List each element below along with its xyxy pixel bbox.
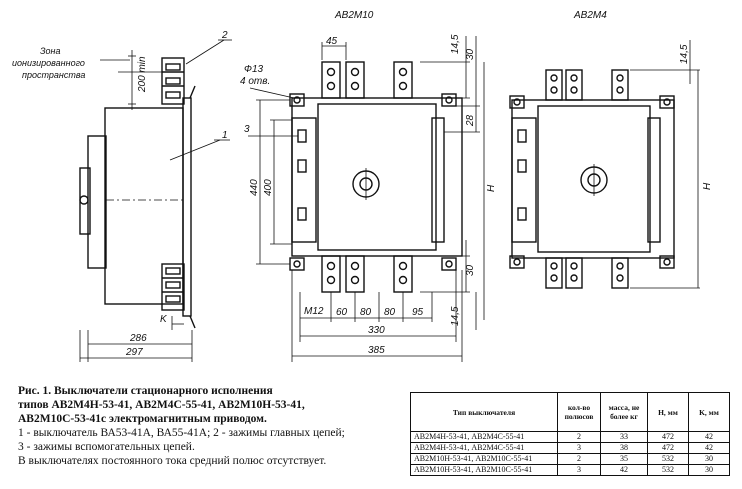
- zone-label-line3: пространства: [22, 70, 85, 80]
- caption-line-2: типов АВ2М4Н-53-41, АВ2М4С-55-41, АВ2М10…: [18, 399, 305, 411]
- table-row: АВ2М4Н-53-41, АВ2М4С-55-41 3 38 472 42: [410, 442, 730, 454]
- header-poles: кол-во полюсов: [557, 392, 601, 432]
- cell-type: АВ2М10Н-53-41, АВ2М10С-55-41: [410, 453, 558, 465]
- cell-k: 30: [688, 464, 730, 476]
- caption-line-1: Рис. 1. Выключатели стационарного исполн…: [18, 385, 273, 397]
- dim-h-ab2m10: H: [486, 184, 497, 192]
- cell-poles: 3: [557, 464, 601, 476]
- zone-label-line1: Зона: [40, 46, 61, 56]
- dim-297: 297: [125, 347, 143, 358]
- dim-330: 330: [368, 325, 385, 336]
- side-view: [79, 39, 232, 362]
- cell-k: 30: [688, 453, 730, 465]
- dim-14-5-ab2m4: 14,5: [679, 44, 690, 64]
- dim-385: 385: [368, 345, 385, 356]
- cell-type: АВ2М10Н-53-41, АВ2М10С-55-41: [410, 464, 558, 476]
- caption-line-4: 1 - выключатель ВА53-41А, ВА55-41А; 2 - …: [18, 427, 345, 439]
- dim-h-ab2m4: H: [702, 182, 713, 190]
- holes-count: 4 отв.: [240, 76, 270, 87]
- dim-30-bottom: 30: [465, 264, 476, 276]
- cell-h: 532: [647, 464, 689, 476]
- ab2m4-labels: АВ2М4 14,5 H: [573, 10, 713, 190]
- cell-type: АВ2М4Н-53-41, АВ2М4С-55-41: [410, 442, 558, 454]
- caption-line-3: АВ2М10С-53-41с электромагнитным приводом…: [18, 413, 267, 425]
- dim-14-5-top: 14,5: [450, 34, 461, 54]
- cell-type: АВ2М4Н-53-41, АВ2М4С-55-41: [410, 431, 558, 443]
- bolt-size: M12: [304, 306, 324, 317]
- header-mass: масса, не более кг: [600, 392, 648, 432]
- header-h: H, мм: [647, 392, 689, 432]
- cell-mass: 42: [600, 464, 648, 476]
- cell-mass: 38: [600, 442, 648, 454]
- front-view-ab2m10: [248, 36, 485, 362]
- spec-table: Тип выключателя кол-во полюсов масса, не…: [410, 392, 730, 476]
- dim-95: 95: [412, 307, 424, 318]
- dim-45: 45: [326, 36, 338, 47]
- cell-poles: 2: [557, 431, 601, 443]
- dim-60: 60: [336, 307, 348, 318]
- cell-h: 472: [647, 431, 689, 443]
- header-type: Тип выключателя: [410, 392, 558, 432]
- ab2m4-title: АВ2М4: [573, 10, 607, 21]
- cell-poles: 2: [557, 453, 601, 465]
- hole-label: Ф13: [244, 64, 264, 75]
- cell-h: 472: [647, 442, 689, 454]
- cell-k: 42: [688, 431, 730, 443]
- caption-line-6: В выключателях постоянного тока средний …: [18, 455, 327, 467]
- front-view-ab2m4: [509, 40, 700, 289]
- callout-3: 3: [244, 124, 250, 135]
- dim-30-top: 30: [465, 48, 476, 60]
- dim-80-a: 80: [360, 307, 372, 318]
- cell-poles: 3: [557, 442, 601, 454]
- cell-h: 532: [647, 453, 689, 465]
- dim-400: 400: [263, 179, 274, 196]
- dim-286: 286: [129, 333, 147, 344]
- header-k: K, мм: [688, 392, 730, 432]
- dim-200-min: 200 min: [137, 56, 148, 93]
- table-row: АВ2М4Н-53-41, АВ2М4С-55-41 2 33 472 42: [410, 431, 730, 443]
- dim-28: 28: [465, 114, 476, 127]
- dim-14-5-bottom: 14,5: [450, 306, 461, 326]
- callout-1: 1: [222, 130, 228, 141]
- cell-mass: 33: [600, 431, 648, 443]
- cell-mass: 35: [600, 453, 648, 465]
- dim-440: 440: [249, 179, 260, 196]
- figure-caption: Рис. 1. Выключатели стационарного исполн…: [18, 384, 403, 468]
- spec-table-header: Тип выключателя кол-во полюсов масса, не…: [410, 392, 730, 432]
- side-view-labels: Зона ионизированного пространства 200 mi…: [12, 30, 228, 358]
- table-row: АВ2М10Н-53-41, АВ2М10С-55-41 3 42 532 30: [410, 464, 730, 476]
- dim-k: K: [160, 314, 168, 325]
- table-row: АВ2М10Н-53-41, АВ2М10С-55-41 2 35 532 30: [410, 453, 730, 465]
- ab2m10-title: АВ2М10: [334, 10, 374, 21]
- zone-label-line2: ионизированного: [12, 58, 85, 68]
- callout-2: 2: [221, 30, 228, 41]
- dim-80-b: 80: [384, 307, 396, 318]
- cell-k: 42: [688, 442, 730, 454]
- caption-line-5: 3 - зажимы вспомогательных цепей.: [18, 441, 195, 453]
- ab2m10-labels: АВ2М10 45 14,5 30 28 H 400 440 Ф13 4 отв…: [240, 10, 497, 356]
- technical-drawing: Зона ионизированного пространства 200 mi…: [12, 10, 713, 362]
